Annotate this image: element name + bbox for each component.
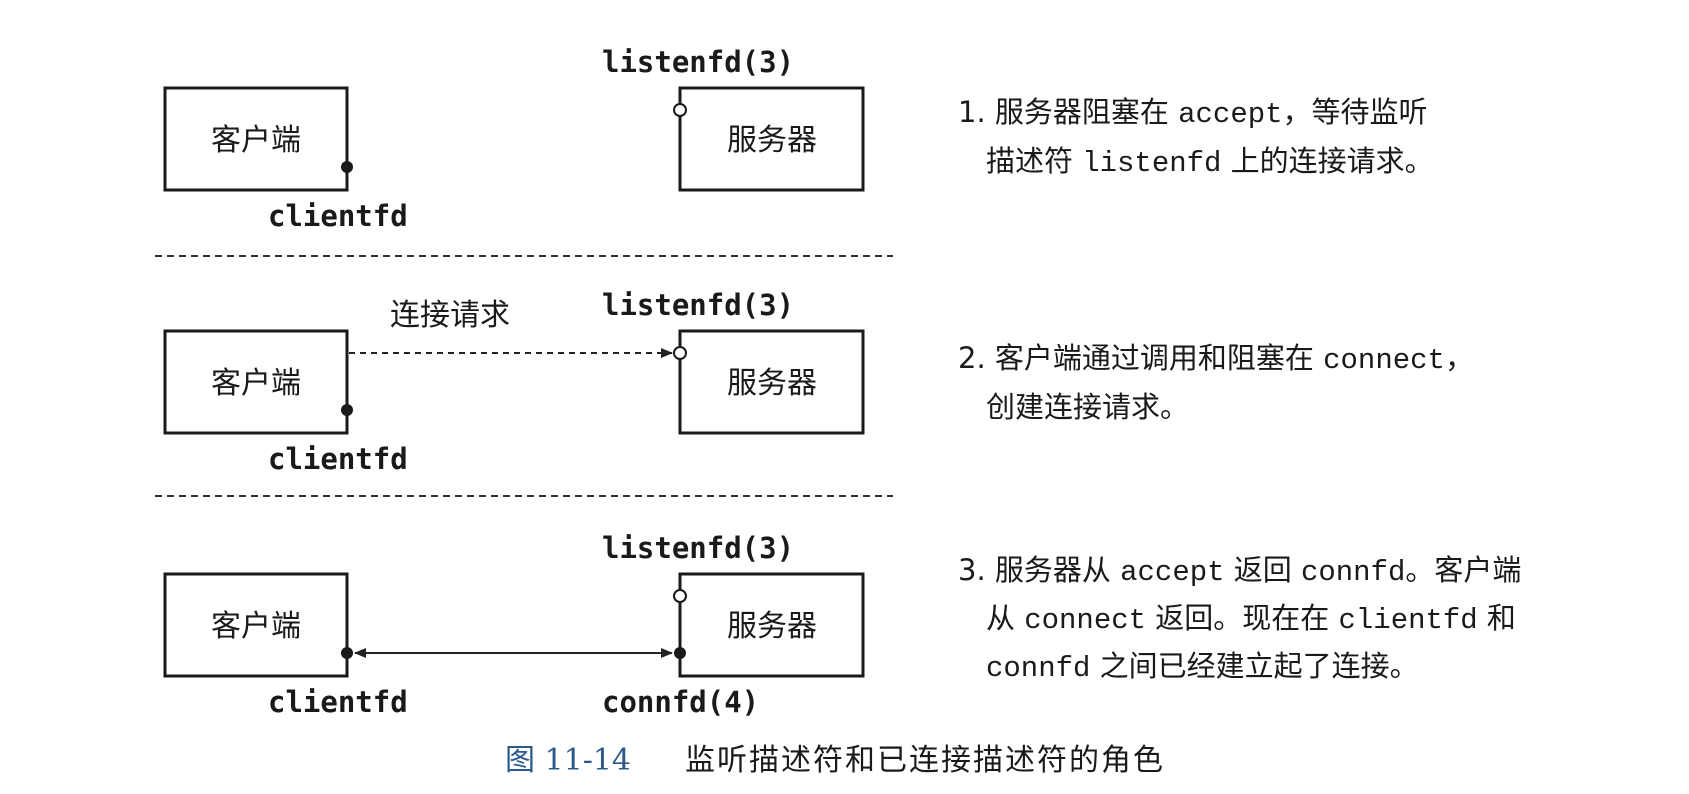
desc-text: 上的连接请求。 [1221,144,1433,178]
listen-fd-label: listenfd(3) [602,45,794,79]
panel-3: 客户端 clientfd 服务器 listenfd(3) connfd(4) [163,531,865,719]
figure-title: 监听描述符和已连接描述符的角色 [685,743,1165,778]
listen-socket-circle [673,346,687,360]
desc-text: ， [1445,341,1474,375]
desc-text: 。客户端 [1405,553,1521,587]
server-box [678,572,865,678]
client-fd-label: clientfd [268,442,408,476]
code-term: clientfd [1338,604,1477,637]
panel-1: 客户端 clientfd 服务器 listenfd(3) [163,45,865,233]
panel-3-desc-line-2: 从 connect 返回。现在在 clientfd 和 [986,601,1516,637]
server-label: 服务器 [727,609,817,644]
panel-3-desc-line-1: 3. 服务器从 accept 返回 connfd。客户端 [958,553,1521,589]
desc-text: 和 [1478,601,1516,635]
client-socket-dot [341,161,353,173]
client-socket-dot [341,647,353,659]
code-term: connfd [1301,556,1405,589]
listen-fd-label: listenfd(3) [602,288,794,322]
client-box [163,86,349,192]
server-box [678,86,865,192]
panel-1-desc-line-1: 1. 服务器阻塞在 accept，等待监听 [958,95,1428,131]
client-box [163,329,349,435]
conn-fd-label: connfd(4) [602,685,759,719]
panel-2: 客户端 clientfd 服务器 listenfd(3) 连接请求 [163,288,865,476]
client-box [163,572,349,678]
listen-socket-circle [673,103,687,117]
code-term: accept [1178,98,1282,131]
server-box [678,329,865,435]
client-socket-dot [341,404,353,416]
conn-socket-dot [674,647,686,659]
desc-text: 创建连接请求。 [986,390,1189,424]
figure-number: 图 11-14 [505,743,631,778]
listen-fd-label: listenfd(3) [602,531,794,565]
desc-text: 返回 [1225,553,1301,587]
panel-1-desc-line-2: 描述符 listenfd 上的连接请求。 [986,144,1434,180]
desc-text: 从 [986,601,1024,635]
desc-text: 返回。现在在 [1146,601,1338,635]
panel-2-desc-line-1: 2. 客户端通过调用和阻塞在 connect， [958,341,1474,377]
panel-3-desc-line-3: connfd 之间已经建立起了连接。 [986,649,1419,685]
listen-socket-circle [673,589,687,603]
desc-text: 之间已经建立起了连接。 [1090,649,1418,683]
panel-2-desc-line-2: 创建连接请求。 [986,390,1189,424]
desc-text: 3. 服务器从 [958,553,1120,587]
desc-text: 描述符 [986,144,1082,178]
code-term: accept [1120,556,1224,589]
desc-text: ，等待监听 [1283,95,1428,129]
client-fd-label: clientfd [268,685,408,719]
server-label: 服务器 [727,366,817,401]
code-term: connfd [986,652,1090,685]
desc-text: 1. 服务器阻塞在 [958,95,1178,129]
code-term: connect [1323,344,1445,377]
client-label: 客户端 [211,123,301,158]
code-term: connect [1024,604,1146,637]
client-label: 客户端 [211,366,301,401]
server-label: 服务器 [727,123,817,158]
client-fd-label: clientfd [268,199,408,233]
arrow-label: 连接请求 [390,298,510,333]
client-label: 客户端 [211,609,301,644]
code-term: listenfd [1082,147,1221,180]
desc-text: 2. 客户端通过调用和阻塞在 [958,341,1323,375]
